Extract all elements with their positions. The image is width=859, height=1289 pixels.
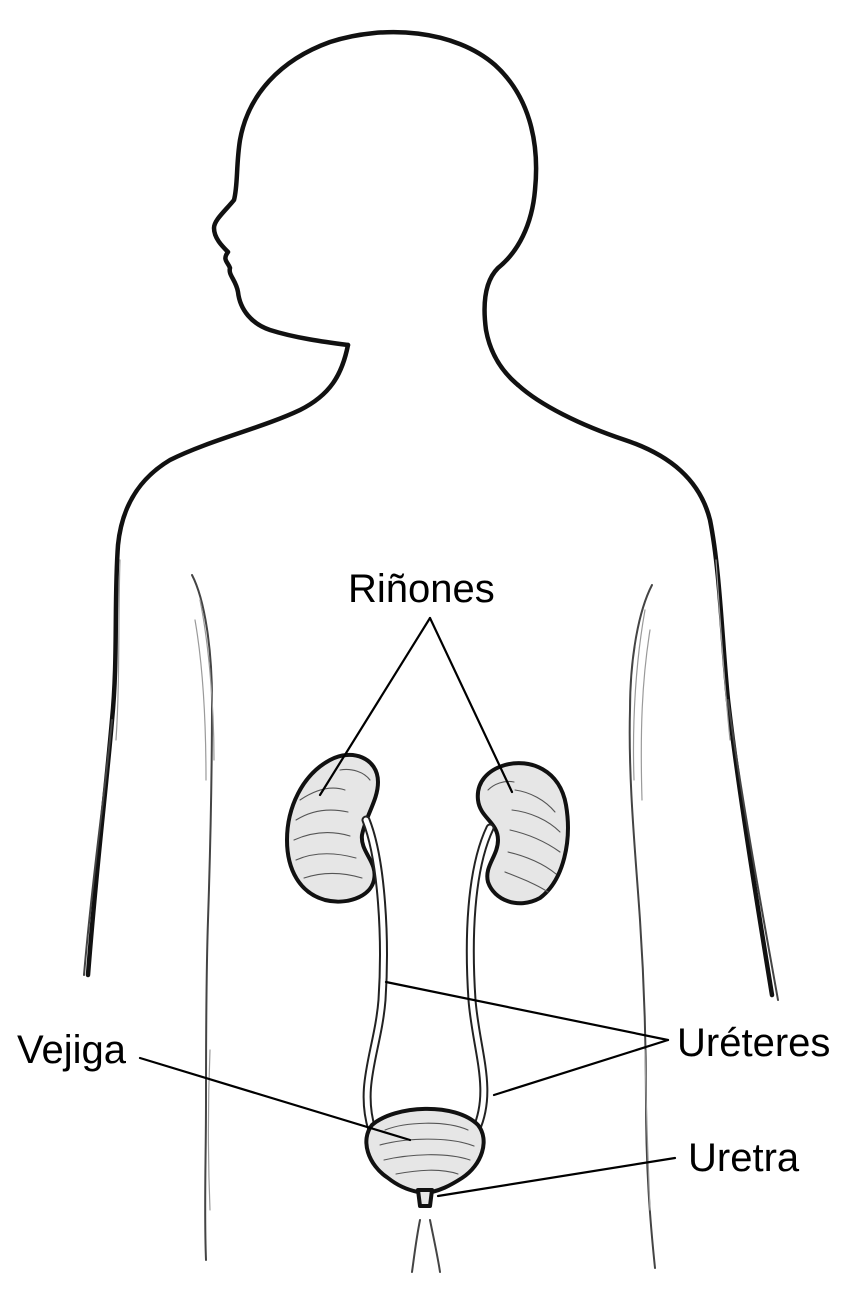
ureters-leader-upper [386,982,668,1040]
urinary-organs [287,755,568,1206]
inner-leg-left [412,1220,420,1272]
ureters-label: Uréteres [677,1021,830,1065]
ureters [366,820,490,1130]
right-shoulder-outline [518,385,772,995]
bladder-label: Vejiga [17,1028,127,1072]
head-outline [214,32,536,385]
labels: Riñones Uréteres Vejiga Uretra [17,567,830,1180]
ureters-leader-lower [494,1040,668,1095]
left-forearm-outer [84,720,112,975]
kidneys-label: Riñones [348,567,495,611]
right-forearm-outer [728,700,778,1000]
urethra [418,1190,432,1206]
inner-leg-right [430,1220,440,1272]
body-silhouette [84,32,778,1272]
urethra-label: Uretra [688,1136,800,1180]
bladder [366,1109,483,1192]
kidneys-leader-right [430,618,512,792]
